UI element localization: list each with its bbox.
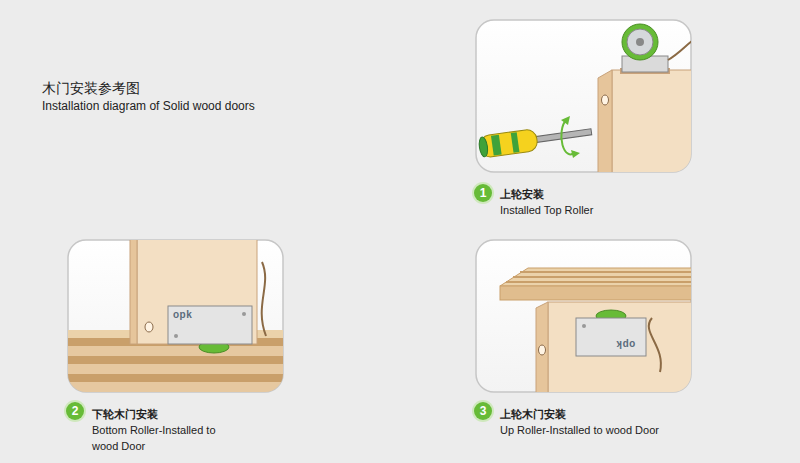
diagram-title: 木门安装参考图 <box>42 80 140 98</box>
turn-arrow <box>561 120 575 154</box>
caption-chinese: 下轮木门安装 <box>92 406 242 422</box>
arrow-head <box>571 150 580 158</box>
screwdriver <box>478 121 593 159</box>
handle-band <box>511 132 520 153</box>
door-hole <box>602 95 609 105</box>
step-panel: 上轮安装Installed Top Roller <box>476 20 691 222</box>
caption-chinese: 上轮木门安装 <box>500 406 685 422</box>
door-hole <box>145 322 153 332</box>
rail-top <box>500 268 691 286</box>
callout-number: 1 <box>474 184 492 202</box>
rail-band <box>68 374 283 382</box>
rail-groove <box>513 276 691 278</box>
roller-plate <box>576 318 646 356</box>
rail-band <box>68 356 283 364</box>
brand-logo: opk <box>616 339 635 350</box>
step-panel: 上轮木门安装Up Roller-Installed to wood Door <box>476 240 691 442</box>
callout-number: 3 <box>474 402 492 420</box>
rail-band <box>68 346 283 356</box>
roller-plate <box>168 306 252 344</box>
diagram-subtitle: Installation diagram of Solid wood doors <box>42 99 255 113</box>
step-caption: 上轮安装Installed Top Roller <box>500 186 685 218</box>
handle-cap <box>478 136 489 157</box>
rail-band <box>68 382 283 392</box>
screwdriver-handle <box>479 129 539 159</box>
caption-english: Installed Top Roller <box>500 202 685 218</box>
screw <box>174 334 178 338</box>
handle-band <box>491 135 502 156</box>
door-face <box>137 240 257 344</box>
door-edge <box>536 302 548 392</box>
step-caption: 上轮木门安装Up Roller-Installed to wood Door <box>500 406 685 438</box>
roller-wheel <box>622 24 658 60</box>
roller-wheel-inner <box>627 29 653 55</box>
screwdriver-shaft <box>534 129 591 143</box>
door-hole <box>539 345 546 355</box>
wire <box>649 318 661 372</box>
screw <box>582 324 586 328</box>
door-face <box>548 302 691 392</box>
rail-front <box>500 286 691 300</box>
rail-groove <box>506 281 691 283</box>
wire <box>262 262 266 336</box>
caption-english: Up Roller-Installed to wood Door <box>500 422 685 438</box>
rail-groove <box>520 271 691 273</box>
caption-chinese: 上轮安装 <box>500 186 685 202</box>
rail-band <box>68 364 283 374</box>
screw <box>242 312 246 316</box>
bottom-roller-scene <box>68 240 283 392</box>
door-face <box>612 70 691 172</box>
step-caption: 下轮木门安装Bottom Roller-Installed to wood Do… <box>92 406 242 454</box>
caption-english: Bottom Roller-Installed to wood Door <box>92 422 242 454</box>
arrow-head <box>561 116 570 125</box>
roller-hub <box>636 38 644 46</box>
up-roller-scene <box>500 268 691 392</box>
door-edge <box>598 70 612 172</box>
step-panel: 下轮木门安装Bottom Roller-Installed to wood Do… <box>68 240 283 458</box>
callout-number: 2 <box>66 402 84 420</box>
brand-logo: opk <box>173 309 192 320</box>
top-roller-scene <box>478 24 691 172</box>
door-edge <box>130 240 137 344</box>
wire <box>668 36 691 60</box>
